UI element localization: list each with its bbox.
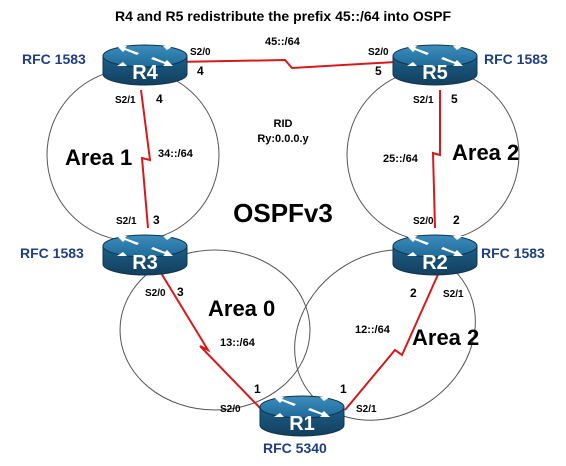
link-r4-r5 [174,58,396,70]
net-13-label: 13::/64 [220,337,256,349]
r2-rfc-label: RFC 1583 [481,245,545,261]
r4-host-label-top: 4 [197,64,204,78]
net-45-label: 45::/64 [265,36,301,48]
r1-s21-label: S2/1 [356,404,377,415]
link-r4-r3 [140,89,152,229]
r3-s20-label: S2/0 [145,288,166,299]
r4-host-label-bottom: 4 [156,92,163,106]
ospfv3-label: OSPFv3 [233,198,333,228]
net-34-label: 34::/64 [158,148,194,160]
router-r1-name: R1 [289,413,315,435]
r2-host-label-top: 2 [453,213,460,227]
net-25-label: 25::/64 [383,153,419,165]
r1-host-label-left: 1 [254,382,261,396]
net-12-label: 12::/64 [355,324,391,336]
router-r1[interactable]: R1 [259,395,345,437]
router-r2[interactable]: R2 [392,234,478,276]
router-r5-name: R5 [422,62,448,84]
diagram-title: R4 and R5 redistribute the prefix 45::/6… [115,8,452,24]
area0-ellipse [119,249,311,411]
rid-label: RID [274,118,293,130]
r3-rfc-label: RFC 1583 [20,245,84,261]
router-r4[interactable]: R4 [102,44,188,86]
router-r3[interactable]: R3 [102,234,188,276]
r1-rfc-label: RFC 5340 [263,440,327,456]
r3-s21-label: S2/1 [116,216,137,227]
router-r3-name: R3 [132,252,158,274]
r3-host-label-bottom: 3 [177,285,184,299]
area2-lower-label: Area 2 [412,325,479,350]
r4-s20-label: S2/0 [190,47,211,58]
area2-upper-label: Area 2 [452,140,519,165]
link-r2-r1 [344,269,441,411]
r4-rfc-label: RFC 1583 [22,51,86,67]
r5-s21-label: S2/1 [413,95,434,106]
link-r3-r1 [157,267,263,411]
r1-s20-label: S2/0 [220,404,241,415]
r4-s21-label: S2/1 [115,95,136,106]
area0-label: Area 0 [208,296,275,321]
router-r2-name: R2 [422,252,448,274]
r5-rfc-label: RFC 1583 [484,51,548,67]
r2-s20-label: S2/0 [413,216,434,227]
area2-lower-ellipse [294,249,476,421]
r5-s20-label: S2/0 [368,47,389,58]
area1-label: Area 1 [65,145,132,170]
r5-host-label-bottom: 5 [451,92,458,106]
r1-host-label-right: 1 [340,382,347,396]
r3-host-label-top: 3 [153,213,160,227]
r2-s21-label: S2/1 [443,289,464,300]
router-r4-name: R4 [132,62,158,84]
r2-host-label-bottom: 2 [410,286,417,300]
link-r5-r2 [431,90,441,229]
rid-value-label: Ry:0.0.0.y [257,133,309,145]
r5-host-label-top: 5 [375,64,382,78]
router-r5[interactable]: R5 [392,44,478,86]
